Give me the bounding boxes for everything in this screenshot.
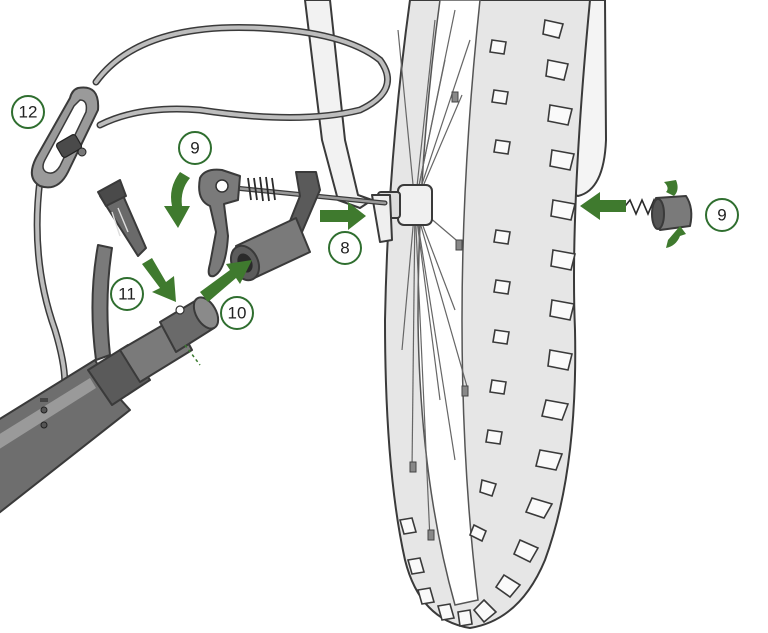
callout-11-label: 11	[118, 285, 136, 304]
hitch-pin	[97, 179, 147, 257]
arrow-11	[142, 258, 176, 302]
tow-arm	[0, 244, 220, 514]
callout-10-label: 10	[228, 304, 247, 323]
motion-arrows	[142, 172, 686, 302]
carabiner	[30, 86, 100, 189]
quick-release-lever	[198, 168, 241, 278]
skewer-nut	[621, 195, 693, 231]
rotate-arrow-9b-bottom	[666, 226, 686, 248]
callout-12: 12	[11, 95, 45, 129]
arrow-8	[320, 202, 366, 230]
tire-tread	[398, 19, 576, 627]
callout-9-left-label: 9	[190, 139, 199, 158]
front-wheel	[371, 0, 591, 629]
quick-release-skewer	[198, 168, 388, 278]
skewer-spring	[247, 176, 276, 202]
spoke-nipples	[409, 91, 469, 541]
dropout	[371, 194, 393, 243]
spoke-hub	[371, 184, 433, 243]
arrow-10	[200, 260, 252, 302]
callout-8: 8	[328, 231, 362, 265]
callout-11: 11	[110, 277, 144, 311]
rotate-arrow-9b-top	[664, 180, 678, 196]
callout-9-left: 9	[178, 131, 212, 165]
callout-10: 10	[220, 296, 254, 330]
callout-12-label: 12	[19, 103, 38, 122]
callout-8-label: 8	[340, 239, 349, 258]
rotate-arrow-9a	[164, 172, 190, 228]
callout-9-right: 9	[705, 198, 739, 232]
arrow-9b	[580, 192, 626, 220]
callout-9-right-label: 9	[717, 206, 726, 225]
